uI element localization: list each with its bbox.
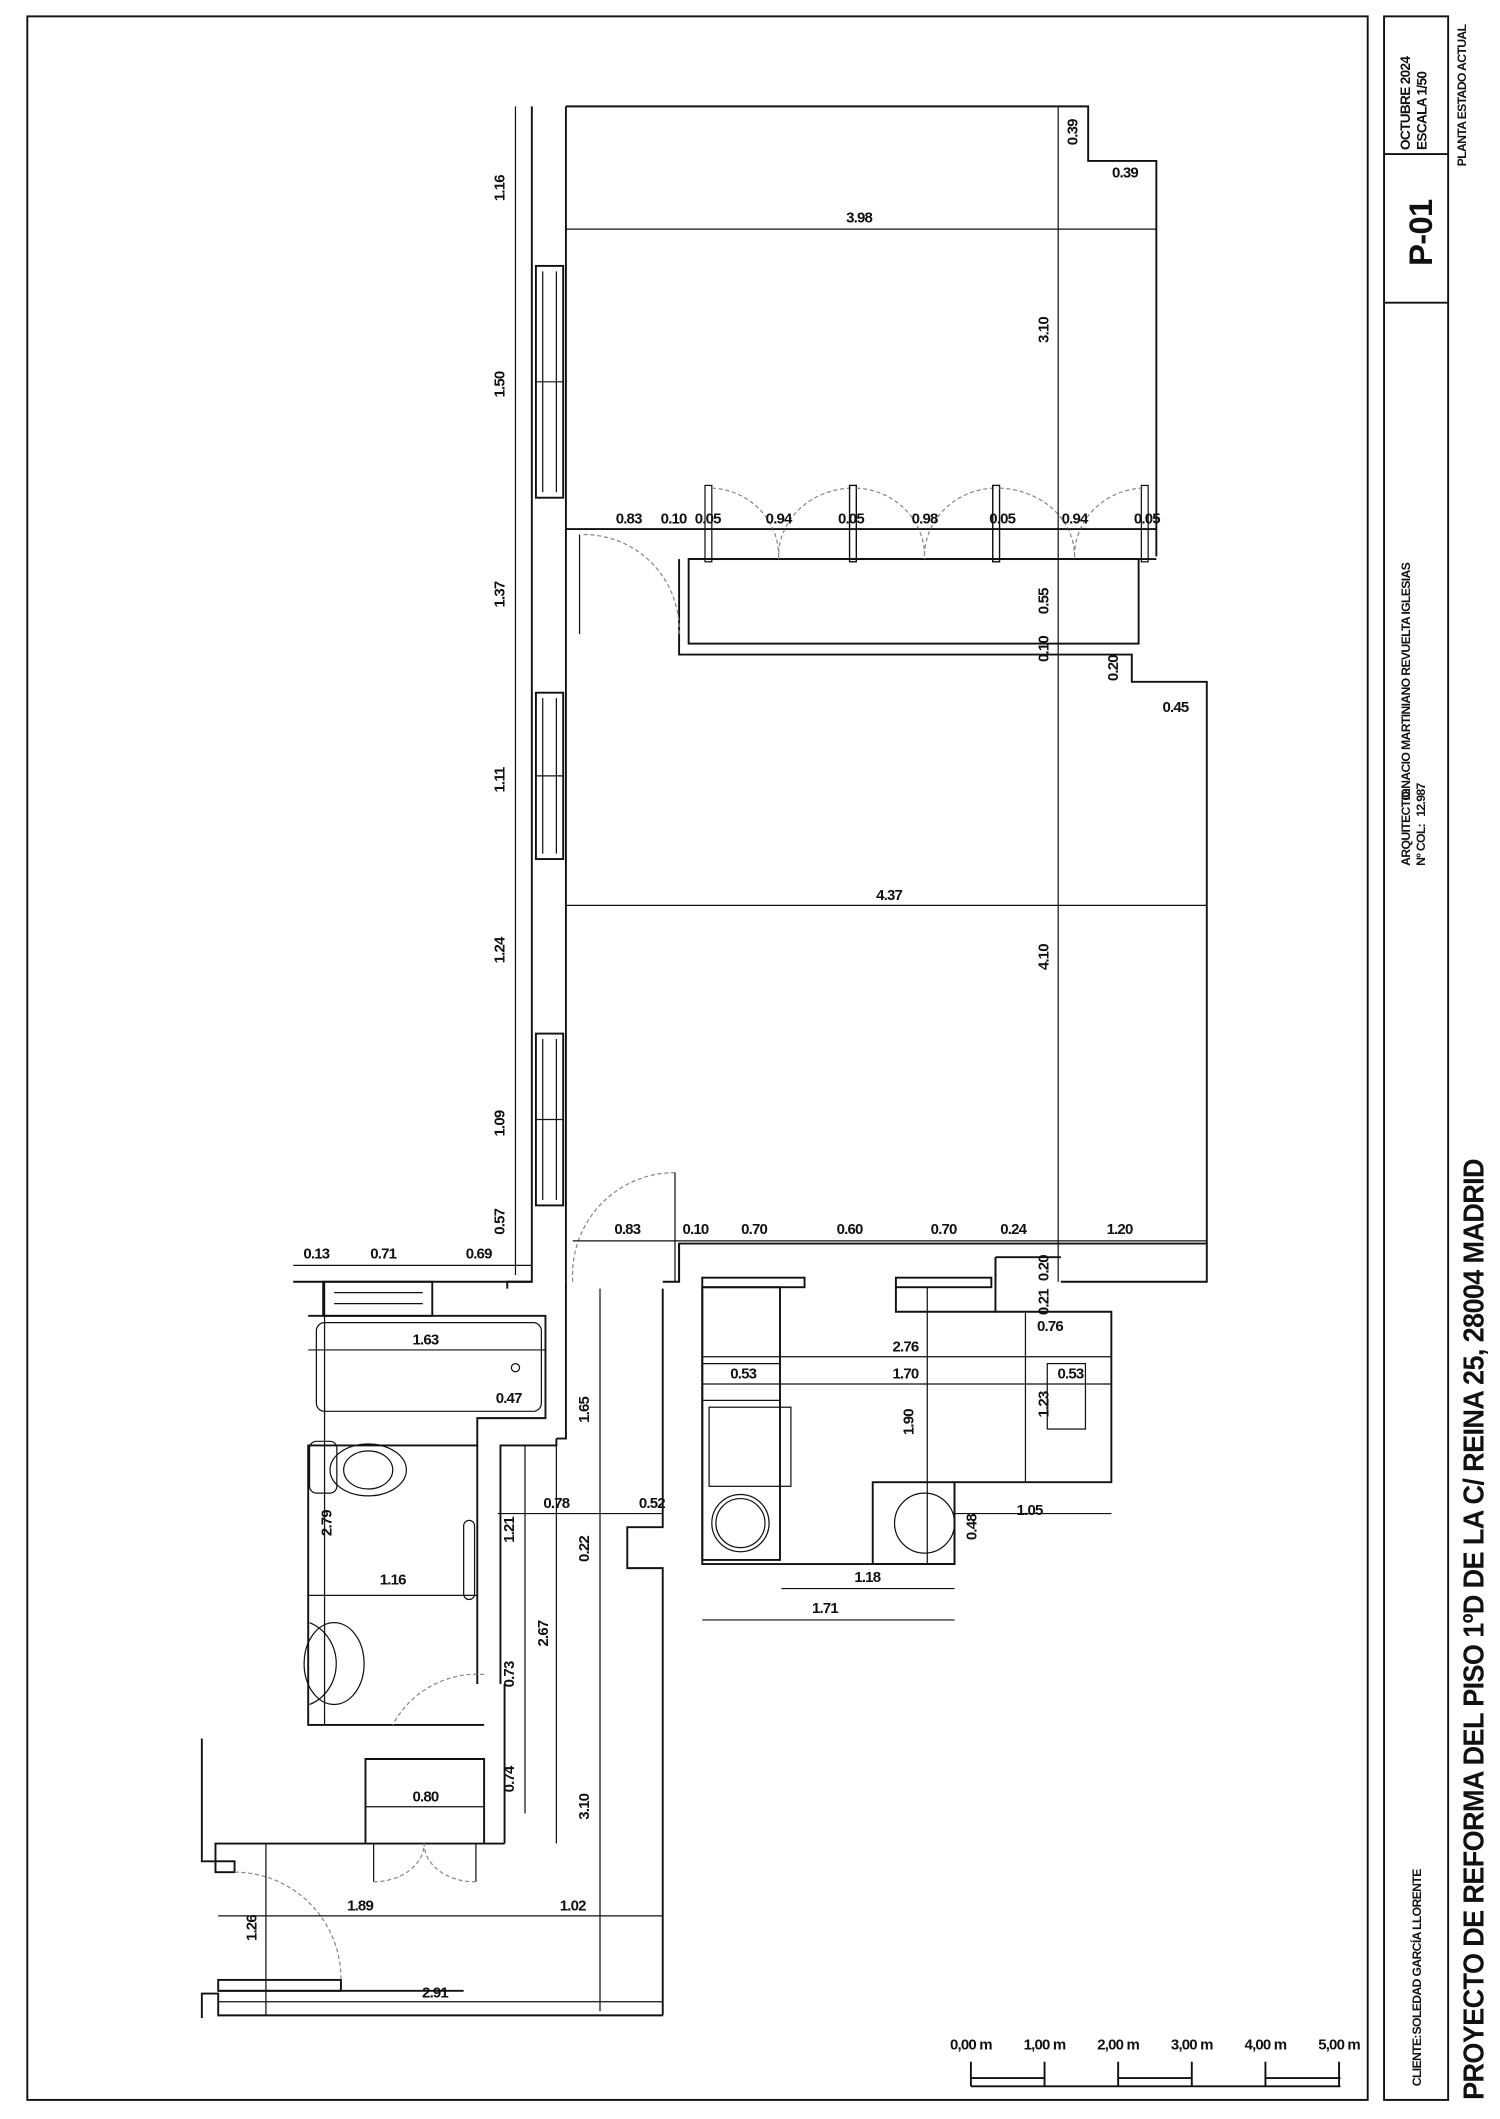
dimension-label: 1.09 <box>492 1110 509 1136</box>
dimension-label: 0.45 <box>1162 699 1188 716</box>
dimension-label: 0.69 <box>466 1246 492 1263</box>
dimension-label: 1.21 <box>501 1517 518 1543</box>
dimension-label: 0.20 <box>1105 655 1122 681</box>
dimension-label: 2.91 <box>422 1985 448 2002</box>
scale-bar-label: 2,00 m <box>1097 2036 1139 2053</box>
dimension-label: 0.76 <box>1037 1318 1063 1335</box>
dimension-label: 2.76 <box>892 1338 918 1355</box>
dimension-label: 0.39 <box>1112 164 1138 181</box>
dimension-label: 0.73 <box>501 1661 518 1687</box>
title-block: OCTUBRE 2024 ESCALA 1/50 P-01 PLANTA EST… <box>1383 15 1491 2101</box>
dimension-label: 0.10 <box>661 511 687 528</box>
sheet-number: P-01 <box>1402 199 1439 266</box>
dimension-label: 1.26 <box>243 1915 260 1941</box>
dimension-label: 0.98 <box>912 511 938 528</box>
dimension-label: 1.02 <box>560 1897 586 1914</box>
dimension-label: 0.57 <box>492 1208 509 1234</box>
dimension-label: 0.10 <box>683 1221 709 1238</box>
dimension-label: 0.60 <box>837 1221 863 1238</box>
dimension-label: 1.90 <box>901 1409 918 1435</box>
dimension-label: 1.37 <box>492 581 509 607</box>
dimension-label: 1.23 <box>1036 1391 1053 1417</box>
dimension-label: 0.78 <box>543 1495 569 1512</box>
dimension-label: 1.89 <box>347 1897 373 1914</box>
dimension-label: 1.16 <box>492 175 509 201</box>
project-title: PROYECTO DE REFORMA DEL PISO 1ºD DE LA C… <box>1459 1159 1491 2100</box>
dimension-label: 0.74 <box>501 1765 518 1792</box>
scale-bar: 0,00 m 1,00 m 2,00 m 3,00 m 4,00 m 5,00 m <box>950 2036 1361 2088</box>
scale-bar-label: 4,00 m <box>1245 2036 1287 2053</box>
dimension-label: 0.47 <box>496 1390 522 1407</box>
dimension-label: 0.94 <box>1062 511 1089 528</box>
dimension-label: 3.98 <box>846 209 872 226</box>
dimension-label: 1.63 <box>413 1331 439 1348</box>
dimension-label: 1.70 <box>892 1366 918 1383</box>
dimension-label: 0.05 <box>989 511 1015 528</box>
dimension-labels: 1.16 1.50 1.37 1.11 1.24 1.09 0.57 0.39 0.39 3.98… <box>243 119 1189 2002</box>
colegiado-number: 12.987 <box>1414 782 1428 816</box>
walls <box>200 105 1208 2019</box>
closet-door-leaf <box>848 484 857 563</box>
dimension-label: 0.53 <box>1057 1366 1083 1383</box>
dimension-label: 0.71 <box>370 1246 396 1263</box>
dimension-label: 0.83 <box>614 1221 640 1238</box>
dimension-label: 0.83 <box>616 511 642 528</box>
scale-bar-label: 3,00 m <box>1171 2036 1213 2053</box>
dimension-label: 3.10 <box>576 1793 593 1819</box>
dimension-label: 1.65 <box>576 1397 593 1423</box>
dimension-label: 0.10 <box>1036 636 1053 662</box>
scale-bar-label: 0,00 m <box>950 2036 992 2053</box>
dimension-lines <box>218 106 1207 2016</box>
closet-doors <box>704 484 1149 563</box>
dimension-label: 1.71 <box>812 1600 838 1617</box>
dimension-label: 0.52 <box>639 1495 665 1512</box>
closet-door-leaf <box>704 484 713 563</box>
dimension-label: 0.70 <box>741 1221 767 1238</box>
sheet-name: PLANTA ESTADO ACTUAL <box>1455 23 1469 166</box>
dimension-label: 4.37 <box>876 887 902 904</box>
closet-door-leaf <box>1140 484 1149 563</box>
dimension-label: 0.70 <box>931 1221 957 1238</box>
dimension-label: 0.48 <box>963 1514 980 1540</box>
sheet-frame <box>26 15 1369 2101</box>
dimension-label: 0.20 <box>1036 1255 1053 1281</box>
closet-door-leaf <box>992 484 1001 563</box>
date-text: OCTUBRE 2024 <box>1398 56 1413 150</box>
scale-text: ESCALA 1/50 <box>1414 71 1429 150</box>
dimension-label: 0.80 <box>413 1788 439 1805</box>
dimension-label: 1.05 <box>1017 1502 1043 1519</box>
scale-bar-label: 5,00 m <box>1318 2036 1360 2053</box>
dimension-label: 2.67 <box>535 1620 552 1646</box>
dimension-label: 1.16 <box>380 1571 406 1588</box>
architect-name: IGNACIO MARTINIANO REVUELTA IGLESIAS <box>1399 562 1413 800</box>
dimension-label: 1.24 <box>492 936 509 963</box>
architect-label: ARQUITECTO: <box>1399 788 1413 865</box>
dimension-label: 0.39 <box>1064 119 1081 145</box>
client-label: CLIENTE: <box>1410 2035 1424 2086</box>
windows <box>534 264 565 1207</box>
dimension-label: 1.11 <box>492 767 509 793</box>
dimension-label: 0.53 <box>730 1366 756 1383</box>
client-name: SOLEDAD GARCÍA LLORENTE <box>1409 1869 1424 2035</box>
dimension-label: 2.79 <box>318 1510 335 1536</box>
dimension-label: 0.13 <box>303 1246 329 1263</box>
dimension-label: 0.05 <box>838 511 864 528</box>
dimension-label: 1.20 <box>1107 1221 1133 1238</box>
dimension-label: 0.24 <box>1000 1221 1027 1238</box>
dimension-label: 0.94 <box>766 511 793 528</box>
dimension-label: 0.05 <box>1134 511 1160 528</box>
dimension-label: 3.10 <box>1036 317 1053 343</box>
dimension-label: 0.22 <box>576 1536 593 1562</box>
dimension-label: 0.55 <box>1036 588 1053 614</box>
dimension-label: 1.50 <box>492 371 509 397</box>
dimension-label: 4.10 <box>1036 944 1053 970</box>
colegiado-label: Nº COL: <box>1414 824 1428 866</box>
dimension-label: 0.05 <box>695 511 721 528</box>
dimension-label: 1.18 <box>854 1569 880 1586</box>
scale-bar-label: 1,00 m <box>1024 2036 1066 2053</box>
dimension-label: 0.21 <box>1036 1289 1053 1315</box>
